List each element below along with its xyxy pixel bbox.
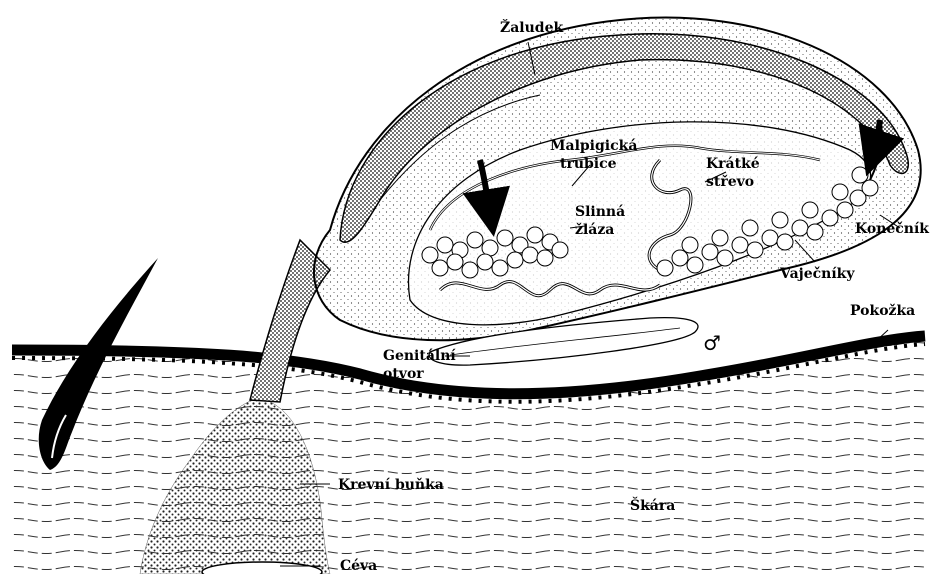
label-male-symbol: ♂ bbox=[703, 331, 721, 355]
label-vessel: Céva bbox=[340, 558, 377, 574]
label-salivary-1: Slinná bbox=[575, 204, 625, 220]
label-genital-1: Genitální bbox=[383, 348, 456, 364]
label-malpighian-1: Malpigická bbox=[550, 138, 637, 154]
label-blood-cell: Krevní buňka bbox=[338, 477, 444, 493]
label-stomach: Žaludek bbox=[500, 18, 563, 36]
label-salivary-2: žláza bbox=[575, 222, 614, 238]
label-genital-2: otvor bbox=[383, 366, 424, 382]
label-malpighian-2: trubice bbox=[560, 156, 617, 172]
label-epidermis: Pokožka bbox=[850, 303, 915, 319]
label-dermis: Škára bbox=[630, 496, 675, 514]
label-rectum: Konečník bbox=[855, 221, 929, 237]
label-ovaries: Vaječníky bbox=[779, 266, 855, 282]
label-short-intestine-1: Krátké bbox=[706, 156, 760, 172]
label-short-intestine-2: střevo bbox=[706, 174, 754, 190]
